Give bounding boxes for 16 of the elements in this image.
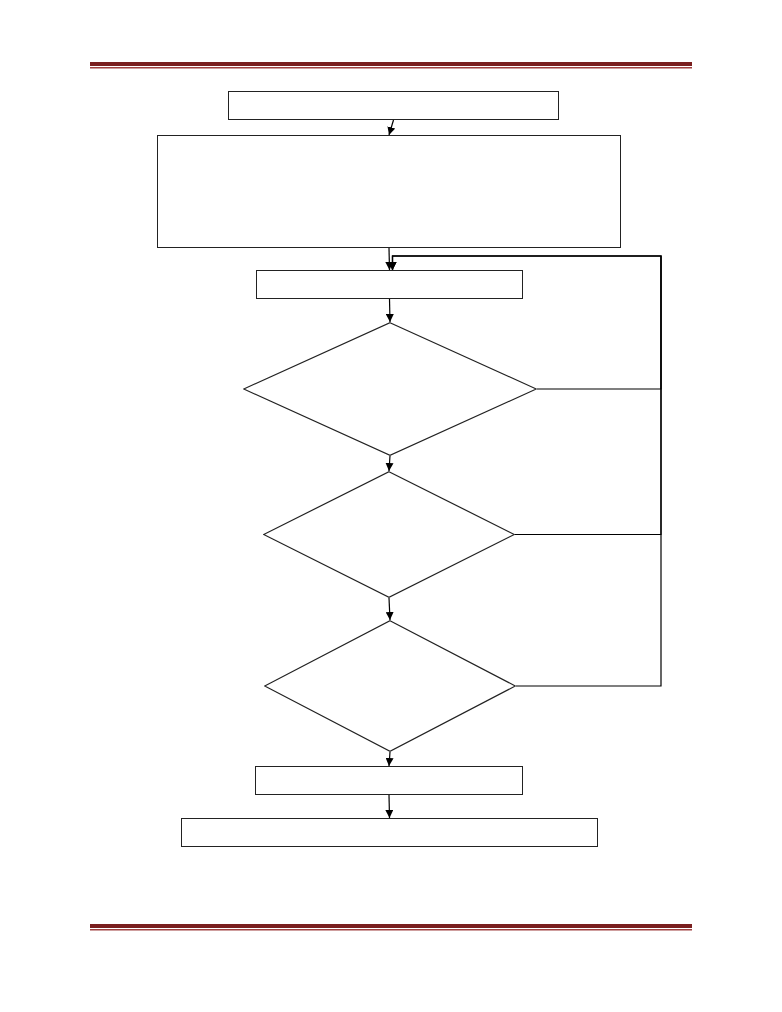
arrow [385,298,394,323]
arrow [385,794,394,819]
arrow [385,597,394,621]
arrow [388,255,662,687]
arrow [385,455,394,472]
decision-diamond [264,620,516,752]
arrow [387,119,396,136]
process-box [228,91,559,120]
arrow [385,751,394,767]
process-box [157,135,621,248]
decision-diamond [243,322,537,456]
process-box [255,766,523,795]
process-box [256,270,523,299]
decision-diamond [263,471,515,598]
process-box [181,818,598,847]
arrow [385,247,394,271]
